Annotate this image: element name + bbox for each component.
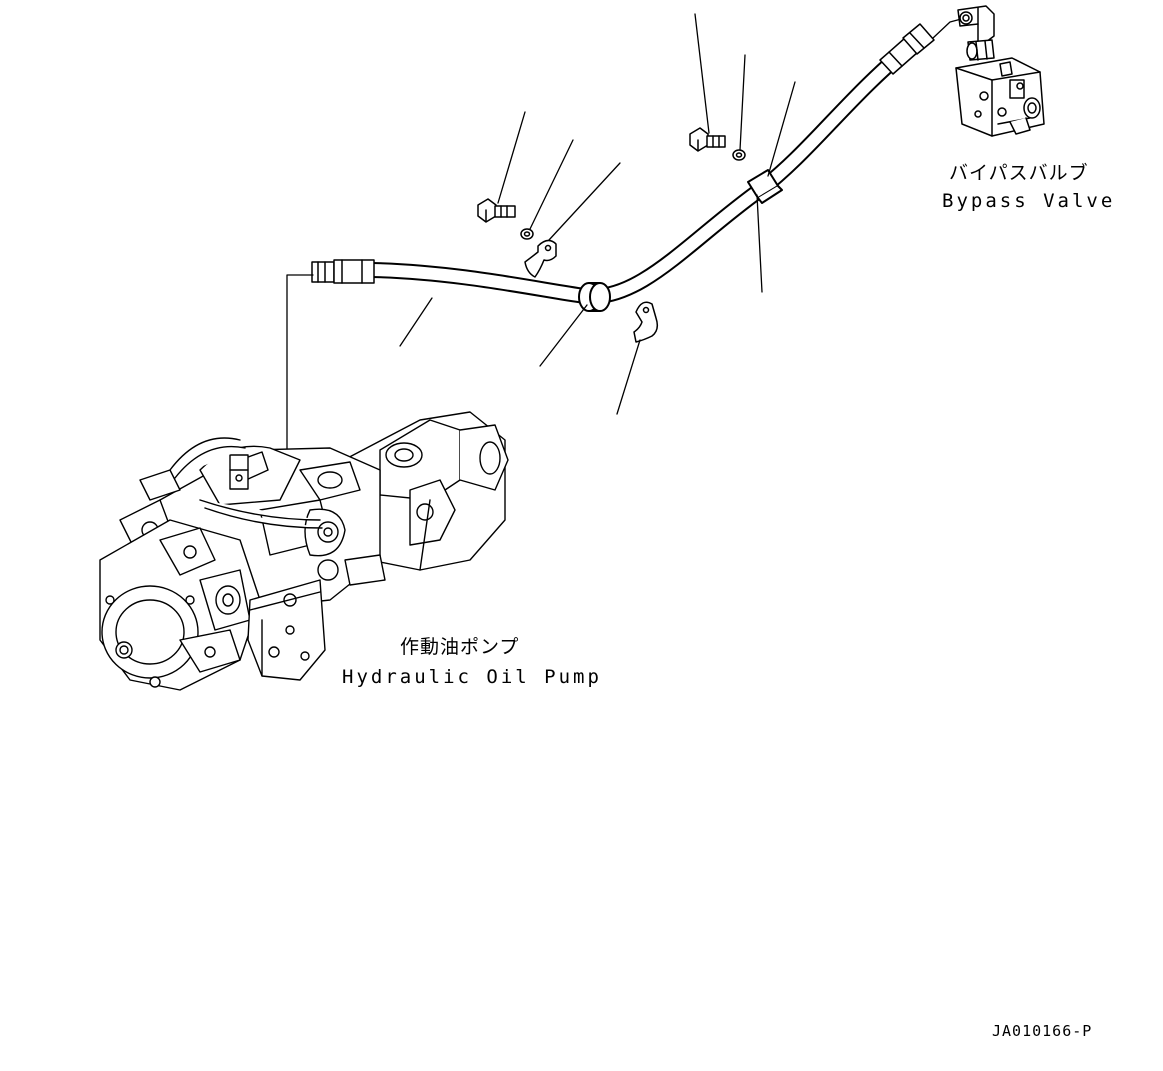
- hydraulic-hose: [364, 37, 920, 305]
- hose-clamp-mounted: [747, 169, 783, 204]
- hose-grommet: [578, 282, 611, 312]
- hose-end-fitting-valve: [879, 23, 935, 75]
- bolt-right: [689, 127, 726, 152]
- drawing-code: JA010166-P: [992, 1022, 1093, 1040]
- pump-label-jp: 作動油ポンプ: [400, 636, 520, 658]
- pump-label-en: Hydraulic Oil Pump: [342, 666, 602, 688]
- washer-right: [732, 149, 746, 161]
- washer-left: [520, 228, 534, 240]
- bypass-valve-label-jp: バイパスバルブ: [949, 162, 1089, 184]
- hose-end-fitting-pump: [311, 259, 375, 284]
- leader-lines: [247, 13, 966, 453]
- clamp-loose-middle: [633, 301, 659, 343]
- hydraulic-oil-pump-drawing: [99, 411, 509, 691]
- bypass-valve-drawing: [955, 5, 1045, 137]
- bolt-left: [477, 198, 516, 223]
- clamp-loose-left: [524, 239, 557, 278]
- bypass-valve-label-en: Bypass Valve: [942, 190, 1116, 212]
